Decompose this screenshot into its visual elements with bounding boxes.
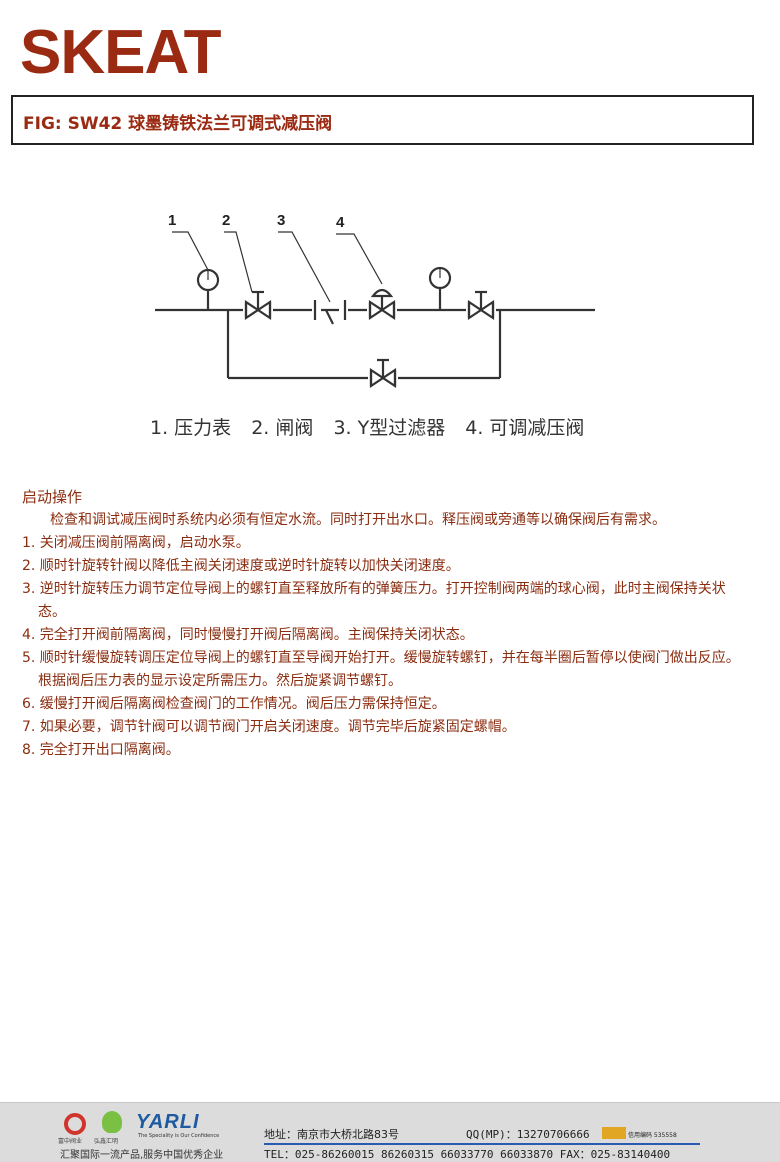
gate-valve-icon	[244, 290, 272, 321]
callout-leader	[278, 231, 331, 303]
step-item: 5. 顺时针缓慢旋转调压定位导阀上的螺钉直至导阀开始打开。缓慢旋转螺钉，并在每半…	[22, 650, 740, 689]
company-logo-2-mark-icon	[102, 1111, 122, 1133]
step-item: 7. 如果必要，调节针阀可以调节阀门开启关闭速度。调节完毕后旋紧固定螺帽。	[22, 719, 516, 735]
legend-item: 3. Y型过滤器	[333, 417, 446, 439]
footer-slogan: 汇聚国际一流产品,服务中国优秀企业	[60, 1150, 224, 1161]
step-item: 1. 关闭减压阀前隔离阀，启动水泵。	[22, 535, 250, 551]
brand-logo: SKEAT	[20, 18, 222, 87]
callout-2: 2	[222, 212, 231, 229]
footer-address: 地址：南京市大桥北路83号	[264, 1128, 399, 1141]
step-item: 8. 完全打开出口隔离阀。	[22, 742, 180, 758]
piping-schematic	[155, 231, 595, 389]
bypass-gate-valve-icon	[369, 358, 397, 389]
credit-badge-icon	[602, 1127, 626, 1139]
intro-paragraph: 检查和调试减压阀时系统内必须有恒定水流。同时打开出水口。释压阀或旁通等以确保阀后…	[50, 512, 666, 528]
step-item: 2. 顺时针旋转针阀以降低主阀关闭速度或逆时针旋转以加快关闭速度。	[22, 558, 460, 574]
section-heading: 启动操作	[22, 488, 83, 506]
company-logo-2-text: 弘鑫汇明	[94, 1138, 119, 1145]
step-item: 4. 完全打开阀前隔离阀，同时慢慢打开阀后隔离阀。主阀保持关闭状态。	[22, 627, 474, 643]
company-logo-3-text: YARLI	[136, 1111, 200, 1133]
piping-diagram: 1 2 3 4 1. 压力表 2. 闸阀 3. Y型过滤器 4. 可调减压阀	[140, 200, 630, 450]
callout-leader	[336, 233, 383, 285]
footer: 富中阀业 弘鑫汇明 YARLI The Speciality is Our Co…	[0, 1102, 780, 1162]
callout-4: 4	[336, 214, 345, 231]
company-logo-3-tagline: The Speciality is Our Confidence	[138, 1133, 220, 1139]
title-box: FIG: SW42 球墨铸铁法兰可调式减压阀	[11, 95, 754, 145]
legend-item: 4. 可调减压阀	[465, 417, 585, 439]
callout-3: 3	[277, 212, 286, 229]
company-logo-1: 富中阀业	[58, 1111, 94, 1145]
company-logo-1-mark-icon	[64, 1113, 86, 1135]
legend-item: 2. 闸阀	[251, 417, 314, 439]
footer-contacts: TEL：025-86260015 86260315 66033770 66033…	[264, 1148, 671, 1161]
callout-leader	[224, 231, 253, 293]
footer-divider	[264, 1143, 700, 1145]
callout-leader	[172, 231, 209, 271]
company-logo-2: 弘鑫汇明	[94, 1109, 128, 1145]
company-logo-1-text: 富中阀业	[58, 1138, 83, 1145]
diagram-legend: 1. 压力表 2. 闸阀 3. Y型过滤器 4. 可调减压阀	[150, 413, 598, 440]
callout-1: 1	[168, 212, 177, 229]
y-strainer-icon	[313, 300, 347, 325]
gate-valve-icon	[467, 290, 495, 321]
company-logo-3: YARLI The Speciality is Our Confidence	[136, 1111, 234, 1141]
footer-qq: QQ(MP)：13270706666	[466, 1128, 590, 1141]
startup-instructions: 启动操作 检查和调试减压阀时系统内必须有恒定水流。同时打开出水口。释压阀或旁通等…	[22, 486, 742, 762]
step-item: 3. 逆时针旋转压力调节定位导阀上的螺钉直至释放所有的弹簧压力。打开控制阀两端的…	[22, 581, 726, 620]
step-item: 6. 缓慢打开阀后隔离阀检查阀门的工作情况。阀后压力需保持恒定。	[22, 696, 446, 712]
legend-item: 1. 压力表	[150, 417, 232, 439]
page-title: FIG: SW42 球墨铸铁法兰可调式减压阀	[23, 114, 333, 134]
footer-credit-code: 信用编码 535558	[628, 1132, 677, 1139]
pressure-reducing-valve-icon	[368, 288, 396, 321]
